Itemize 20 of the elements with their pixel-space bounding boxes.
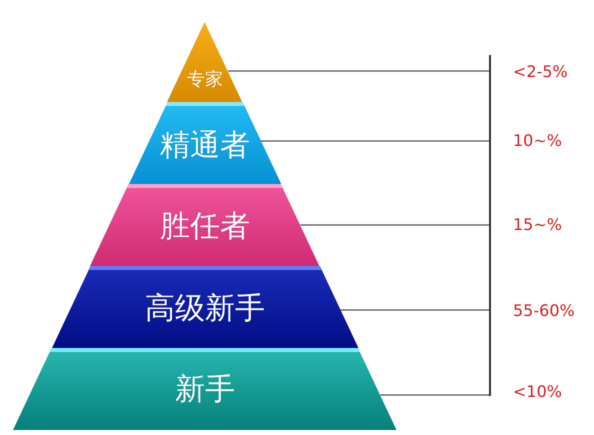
percentage-label: <10% bbox=[513, 384, 562, 400]
leader-line bbox=[300, 224, 489, 226]
tier-label: 胜任者 bbox=[160, 212, 250, 242]
pyramid-tier bbox=[167, 22, 243, 102]
tier-label: 精通者 bbox=[160, 131, 250, 161]
percentage-label: 15~% bbox=[513, 217, 562, 233]
percentage-label: 10~% bbox=[513, 133, 562, 149]
pyramid-tier bbox=[90, 184, 320, 266]
leader-line bbox=[260, 140, 489, 142]
pyramid-tier bbox=[52, 266, 358, 348]
pyramid-tier bbox=[13, 348, 397, 430]
percentage-label: <2-5% bbox=[513, 64, 568, 80]
tier-label: 新手 bbox=[174, 375, 235, 405]
percentage-label: 55-60% bbox=[513, 303, 575, 319]
tier-label: 高级新手 bbox=[144, 294, 265, 324]
leader-line bbox=[380, 394, 489, 396]
vertical-line bbox=[489, 55, 490, 396]
tier-label: 专家 bbox=[186, 71, 223, 89]
leader-line bbox=[340, 309, 489, 311]
leader-line bbox=[228, 70, 489, 72]
